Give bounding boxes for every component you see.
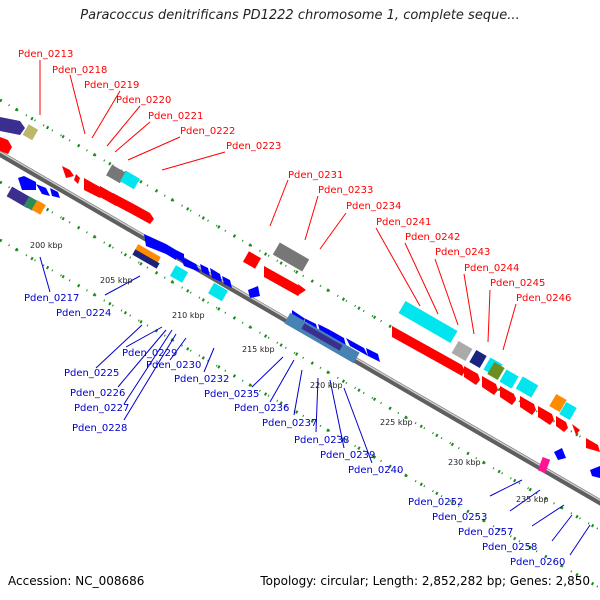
gene-label[interactable]: Pden_0234 xyxy=(346,201,401,212)
gene-label[interactable]: Pden_0230 xyxy=(146,360,201,371)
gene-label[interactable]: Pden_0226 xyxy=(70,388,125,399)
gene-label[interactable]: Pden_0241 xyxy=(376,217,431,228)
gene-0215 xyxy=(0,137,12,154)
scale-labels: 200 kbp 205 kbp 210 kbp 215 kbp 220 kbp … xyxy=(30,241,549,504)
gene-label[interactable]: Pden_0245 xyxy=(490,278,545,289)
forward-genes xyxy=(0,117,600,452)
accession-label: Accession: NC_008686 xyxy=(8,574,145,588)
gene-label[interactable]: Pden_0223 xyxy=(226,141,281,152)
gene-label[interactable]: Pden_0257 xyxy=(458,527,513,538)
bottom-gene-labels: Pden_0217 Pden_0224 Pden_0225 Pden_0229 … xyxy=(24,293,565,568)
scale-label: 210 kbp xyxy=(172,311,205,320)
gene-label[interactable]: Pden_0243 xyxy=(435,247,490,258)
gene-label[interactable]: Pden_0238 xyxy=(294,435,349,446)
scale-label: 215 kbp xyxy=(242,345,275,354)
gene-0214 xyxy=(22,124,39,141)
gene-label[interactable]: Pden_0225 xyxy=(64,368,119,379)
gene-label[interactable]: Pden_0221 xyxy=(148,111,203,122)
gene-label[interactable]: Pden_0239 xyxy=(320,450,375,461)
topology-label: Topology: circular; Length: 2,852,282 bp… xyxy=(260,574,590,588)
scale-label: 225 kbp xyxy=(380,418,413,427)
gene-label[interactable]: Pden_0220 xyxy=(116,95,171,106)
gene-label[interactable]: Pden_0218 xyxy=(52,65,107,76)
gene-label[interactable]: Pden_0246 xyxy=(516,293,571,304)
gene-label[interactable]: Pden_0219 xyxy=(84,80,139,91)
gene-label[interactable]: Pden_0236 xyxy=(234,403,289,414)
gene-label[interactable]: Pden_0228 xyxy=(72,423,127,434)
bottom-leader-lines xyxy=(39,256,591,556)
scale-label: 220 kbp xyxy=(310,381,343,390)
gene-label[interactable]: Pden_0240 xyxy=(348,465,403,476)
gene-label[interactable]: Pden_0222 xyxy=(180,126,235,137)
scale-label: 230 kbp xyxy=(448,458,481,467)
gene-0213 xyxy=(0,117,25,135)
gene-label[interactable]: Pden_0224 xyxy=(56,308,111,319)
scale-label: 200 kbp xyxy=(30,241,63,250)
gene-label[interactable]: Pden_0235 xyxy=(204,389,259,400)
gene-label[interactable]: Pden_0252 xyxy=(408,497,463,508)
gene-label[interactable]: Pden_0253 xyxy=(432,512,487,523)
gene-label[interactable]: Pden_0258 xyxy=(482,542,537,553)
gene-label[interactable]: Pden_0229 xyxy=(122,348,177,359)
gene-label[interactable]: Pden_0244 xyxy=(464,263,519,274)
gene-label[interactable]: Pden_0260 xyxy=(510,557,565,568)
gene-label[interactable]: Pden_0227 xyxy=(74,403,129,414)
gene-label[interactable]: Pden_0217 xyxy=(24,293,79,304)
top-gene-labels: Pden_0213 Pden_0218 Pden_0219 Pden_0220 … xyxy=(18,49,571,304)
top-leader-lines xyxy=(39,60,517,351)
reverse-genes xyxy=(6,176,600,478)
gene-label[interactable]: Pden_0242 xyxy=(405,232,460,243)
scale-label: 235 kbp xyxy=(516,495,549,504)
gene-label[interactable]: Pden_0233 xyxy=(318,185,373,196)
gene-label[interactable]: Pden_0232 xyxy=(174,374,229,385)
gene-label[interactable]: Pden_0237 xyxy=(262,418,317,429)
scale-label: 205 kbp xyxy=(100,276,133,285)
map-title: Paracoccus denitrificans PD1222 chromoso… xyxy=(80,8,520,23)
gene-label[interactable]: Pden_0231 xyxy=(288,170,343,181)
gene-label[interactable]: Pden_0213 xyxy=(18,49,73,60)
